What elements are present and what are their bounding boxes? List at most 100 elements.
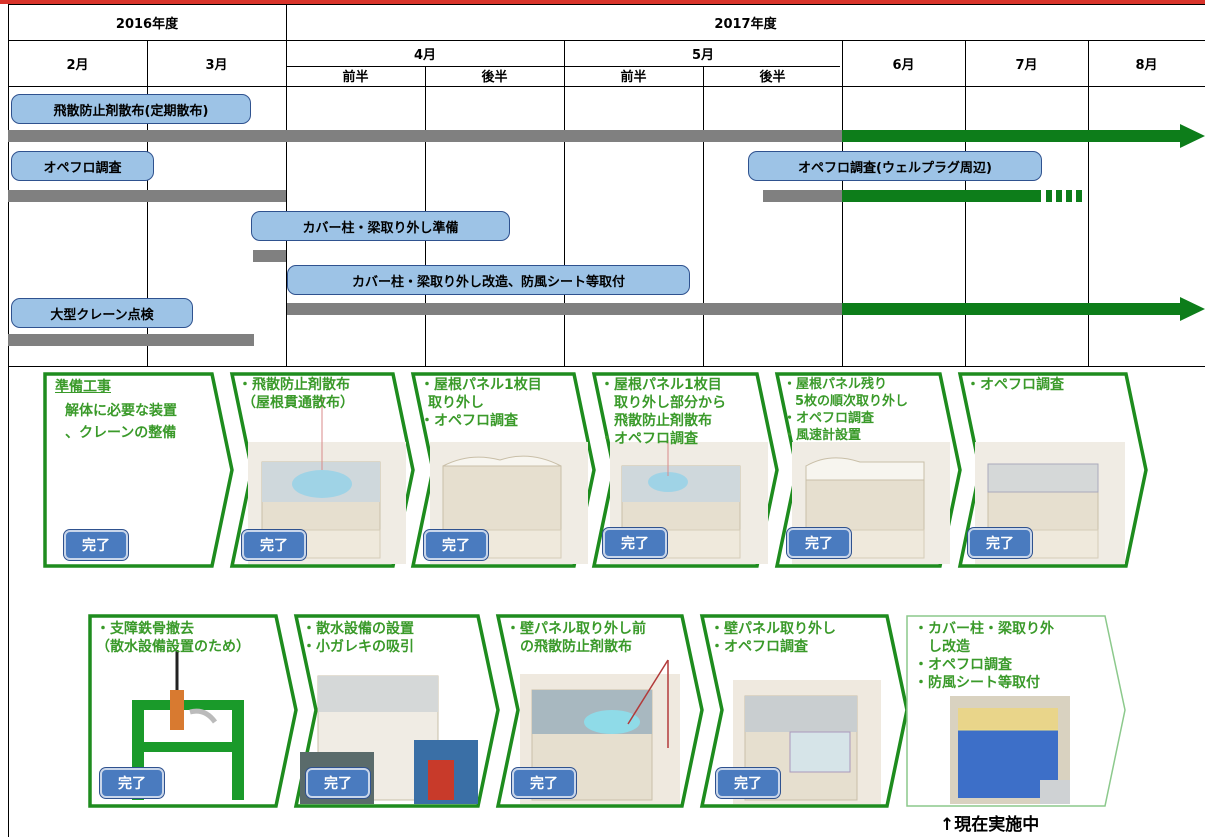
task-bar-planned [842,130,1182,142]
step-text-line: （屋根貫通散布） [242,395,354,411]
arrow-head-icon [1180,297,1205,321]
month-may: 5月 [691,47,715,63]
step-6-text: ・オペフロ調査 [966,376,1064,394]
step-text-line: ・オペフロ調査 [966,377,1064,393]
grid-line [965,40,966,366]
step-text-line: 5枚の順次取り外し [795,394,909,409]
grid-line [703,66,704,366]
step-9-text: ・壁パネル取り外し前 の飛散防止剤散布 [506,620,646,656]
task-bar-dash [1046,190,1052,202]
step-text-line: ・防風シート等取付 [914,675,1040,691]
step-text-line: ・屋根パネル1枚目 [420,377,542,393]
status-badge-done: 完了 [603,528,667,558]
grid-line [286,4,287,366]
task-bar-done [8,334,254,346]
status-badge-done: 完了 [512,768,576,798]
status-badge-done: 完了 [100,768,164,798]
grid-line [8,40,1205,41]
step-text-line: ・屋根パネル残り [783,377,888,392]
step-10-text: ・壁パネル取り外し ・オペフロ調査 [710,620,836,656]
fiscal-year-2016: 2016年度 [115,16,179,32]
task-label-cover-modify: カバー柱・梁取り外し改造、防風シート等取付 [287,265,690,295]
arrow-head-icon [1180,124,1205,148]
step-text-line: ・飛散防止剤散布 [238,377,350,393]
step-text-line: ・支障鉄骨撤去 [96,621,194,637]
current-status-label: ↑現在実施中 [940,815,1040,835]
step-text-line: ・オペフロ調査 [710,639,808,655]
half-label: 後半 [481,69,508,85]
task-bar-done [253,250,286,262]
step-text-line: し改造 [928,639,970,655]
step-1-text: 準備工事 解体に必要な装置 、クレーンの整備 [55,378,177,442]
status-badge-done: 完了 [424,530,488,560]
grid-line [8,366,1205,367]
step-5-text: ・屋根パネル残り 5枚の順次取り外し ・オペフロ調査 ・風速計設置 [783,376,908,444]
task-bar-done [8,190,286,202]
step-text-line: ・壁パネル取り外し [710,621,836,637]
task-bar-planned [842,190,1041,202]
step-text-line: ・オペフロ調査 [914,657,1012,673]
task-bar-done [763,190,842,202]
task-label-cover-prep: カバー柱・梁取り外し準備 [251,211,510,241]
grid-line [1088,40,1089,366]
task-label-opefloor-survey-wellplug: オペフロ調査(ウェルプラグ周辺) [748,151,1042,181]
step-text-line: ・屋根パネル1枚目 [600,377,722,393]
step-4-text: ・屋根パネル1枚目 取り外し部分から 飛散防止剤散布 ・オペフロ調査 [600,376,726,448]
task-label-scatter-prevention: 飛散防止剤散布(定期散布) [11,94,251,124]
task-bar-dash [1076,190,1082,202]
month-apr: 4月 [413,47,437,63]
step-text-line: ・オペフロ調査 [783,411,875,426]
step-text-line: ・カバー柱・梁取り外 [914,621,1054,637]
half-label: 後半 [759,69,786,85]
status-badge-done: 完了 [242,530,306,560]
fiscal-year-2017: 2017年度 [714,16,777,32]
status-badge-done: 完了 [787,528,851,558]
grid-line [8,4,9,837]
step-text-line: 準備工事 [55,379,111,395]
building-illustration [950,696,1070,804]
task-bar-done [8,130,842,142]
task-label-opefloor-survey: オペフロ調査 [11,151,154,181]
month-aug: 8月 [1135,57,1158,73]
step-11-text: ・カバー柱・梁取り外 し改造 ・オペフロ調査 ・防風シート等取付 [914,620,1054,692]
grid-line [147,40,148,366]
step-text-line: ・壁パネル取り外し前 [506,621,646,637]
step-2-text: ・飛散防止剤散布 （屋根貫通散布） [238,376,354,412]
task-bar-planned [842,303,1182,315]
task-bar-dash [1066,190,1072,202]
status-badge-done: 完了 [968,528,1032,558]
step-text-line: 飛散防止剤散布 [614,413,712,429]
step-text-line: ・オペフロ調査 [420,413,518,429]
status-badge-done: 完了 [64,530,128,560]
half-label: 前半 [620,69,647,85]
month-mar: 3月 [205,57,228,73]
grid-line [564,40,565,366]
step-3-text: ・屋根パネル1枚目 取り外し ・オペフロ調査 [420,376,542,430]
grid-line [8,86,1205,87]
step-text-line: ・散水設備の設置 [302,621,414,637]
grid-line [842,40,843,366]
task-bar-dash [1056,190,1062,202]
top-accent-line [0,0,1205,4]
task-bar-done [287,303,842,315]
step-text-line: 取り外し部分から [614,395,726,411]
step-text-line: ・小ガレキの吸引 [302,639,414,655]
step-text-line: 取り外し [428,395,484,411]
status-badge-done: 完了 [306,768,370,798]
step-text-line: の飛散防止剤散布 [520,639,632,655]
step-chevron [43,372,234,568]
step-text-line: 解体に必要な装置 [65,403,177,419]
half-label: 前半 [342,69,369,85]
grid-line [287,66,840,67]
month-jun: 6月 [892,57,915,73]
step-text-line: 、クレーンの整備 [65,425,177,441]
step-7-text: ・支障鉄骨撤去 （散水設備設置のため） [96,620,250,656]
status-badge-done: 完了 [716,768,780,798]
month-feb: 2月 [66,57,89,73]
step-8-text: ・散水設備の設置 ・小ガレキの吸引 [302,620,414,656]
step-text-line: ・風速計設置 [783,428,862,443]
step-text-line: ・オペフロ調査 [600,431,698,447]
step-text-line: （散水設備設置のため） [96,639,250,655]
month-jul: 7月 [1015,57,1038,73]
